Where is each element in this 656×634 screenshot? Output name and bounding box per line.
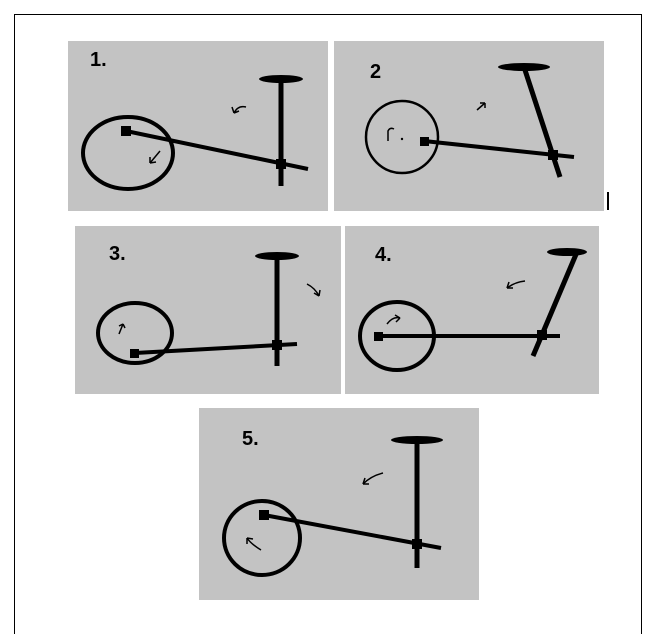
mechanism-drawing [358,248,587,372]
pivot-joint [276,159,286,169]
panel-2: 2 [334,41,604,211]
mechanism-drawing [81,75,309,191]
arrow-icon [387,127,395,141]
mechanism-drawing [96,252,321,366]
mechanism-drawing [364,63,575,178]
crank-circle [364,99,440,175]
stray-mark [607,192,609,210]
panel-3: 3. [75,226,341,394]
pivot-post [521,66,563,178]
arrow-icon [118,323,124,335]
crank-circle [222,499,302,577]
panel-5: 5. [199,408,479,600]
panel-label: 3. [109,243,126,265]
post-top-bar [498,63,550,71]
pivot-joint [537,330,547,340]
panel-label: 1. [90,49,107,71]
post-top-bar [255,252,299,260]
arrow-icon [233,105,247,114]
crank-circle [81,115,175,191]
connecting-rod [263,513,442,550]
panel-label: 2 [370,61,382,83]
arrow-icon [362,472,384,485]
post-top-bar [391,436,443,444]
pivot-joint [412,539,422,549]
post-top-bar [259,75,303,83]
pivot-joint [548,150,558,160]
arrow-icon [476,102,486,111]
pivot-joint [272,340,282,350]
connecting-rod [134,342,298,355]
post-top-bar [547,248,587,256]
page-frame [14,14,642,634]
crank-pin [130,349,139,358]
mechanism-drawing [222,436,443,577]
panel-4: 4. [345,226,599,394]
pivot-post [530,251,580,357]
crank-circle [96,301,174,365]
panel-label: 4. [375,244,392,266]
arrow-icon [506,280,526,289]
panel-1: 1. [68,41,328,211]
arrow-icon [246,537,262,551]
crank-pin [374,332,383,341]
panel-label: 5. [242,428,259,450]
arrow-icon [149,150,161,164]
